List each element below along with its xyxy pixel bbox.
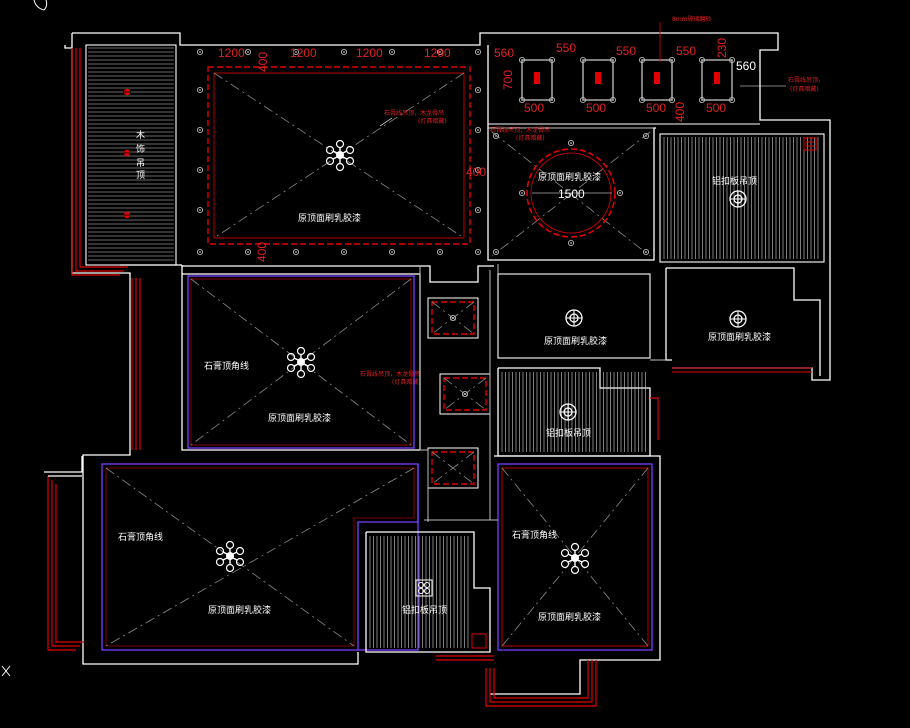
- right-room-label: 原顶面刷乳胶漆: [708, 331, 771, 343]
- corridor-label: 原顶面刷乳胶漆: [544, 335, 607, 347]
- bedroom3-corner-label: 石膏顶角线: [512, 529, 557, 541]
- bedroom-2-ceiling: 石膏顶角线 原顶面刷乳胶漆: [44, 456, 419, 651]
- note-niche: 石膏线吊顶，木龙骨吊: [360, 370, 420, 378]
- chandelier-icon: [325, 139, 355, 172]
- bedroom2-corner-label: 石膏顶角线: [118, 531, 163, 543]
- wood-strip-ceiling: 木 饰 吊 顶: [71, 44, 177, 276]
- dim-550-c: 550: [676, 44, 696, 58]
- note-gypsum-2: 石膏线吊顶，木龙骨吊: [490, 126, 550, 134]
- dim-230: 230: [715, 38, 729, 58]
- dining-room-ceiling: 原顶面刷乳胶漆 1500 石膏线吊顶，木龙骨吊 (灯具暗藏) 560 550 5…: [487, 15, 824, 261]
- dim-500-c: 500: [646, 101, 666, 115]
- wood-label-4: 顶: [136, 170, 145, 181]
- kitchen-ceiling: 铝扣板吊顶: [659, 133, 825, 263]
- bath-bottom-label: 铝扣板吊顶: [402, 604, 447, 616]
- dim-400-mid: 400: [466, 165, 486, 179]
- kitchen-label: 铝扣板吊顶: [712, 175, 757, 187]
- dining-ceiling-label: 原顶面刷乳胶漆: [538, 171, 601, 183]
- note-light-2: (灯具暗藏): [516, 134, 545, 142]
- dim-500-b: 500: [586, 101, 606, 115]
- right-middle-room: 原顶面刷乳胶漆: [665, 267, 821, 376]
- living-room-ceiling: 原顶面刷乳胶漆 1200 1200 1200 1200 400 400 400 …: [196, 46, 486, 262]
- dim-1200-a: 1200: [218, 46, 245, 60]
- wood-label-1: 木: [136, 129, 145, 141]
- bath-bottom-ceiling: 铝扣板吊顶: [365, 531, 494, 661]
- note-light: (灯具暗藏): [418, 117, 447, 125]
- corridor-room: 原顶面刷乳胶漆: [497, 273, 651, 359]
- dim-1200-c: 1200: [356, 46, 383, 60]
- note-right-2: (灯具暗藏): [790, 85, 819, 93]
- bedroom1-ceiling-label: 原顶面刷乳胶漆: [268, 412, 331, 424]
- dim-550-a: 550: [556, 41, 576, 55]
- bedroom2-ceiling-label: 原顶面刷乳胶漆: [208, 604, 271, 616]
- dim-400-v: 400: [673, 102, 687, 122]
- living-ceiling-label: 原顶面刷乳胶漆: [298, 212, 361, 224]
- ucs-cross-icon: [1, 0, 48, 677]
- wood-label-3: 吊: [136, 158, 145, 169]
- note-gypsum: 石膏线吊顶，木龙骨吊: [384, 109, 444, 117]
- bath-center-ceiling: 铝扣板吊顶: [497, 367, 659, 457]
- dim-1200-d: 1200: [424, 46, 451, 60]
- note-glass: 8mm玻璃磨砂: [672, 15, 712, 23]
- note-niche-2: (灯具暗藏): [392, 378, 421, 386]
- dim-550-b: 550: [616, 44, 636, 58]
- dim-400-left: 400: [256, 52, 270, 72]
- bedroom-3-ceiling: 石膏顶角线 原顶面刷乳胶漆: [485, 455, 661, 707]
- dim-500-d: 500: [706, 101, 726, 115]
- bedroom3-ceiling-label: 原顶面刷乳胶漆: [538, 611, 601, 623]
- dim-1500: 1500: [558, 187, 585, 201]
- dim-560-right: 560: [736, 59, 756, 73]
- bedroom1-corner-label: 石膏顶角线: [204, 360, 249, 372]
- bath-center-label: 铝扣板吊顶: [546, 427, 591, 439]
- note-right: 石膏线吊顶，: [788, 76, 824, 84]
- glass-panels: [518, 56, 736, 104]
- niche-ceilings: 石膏线吊顶，木龙骨吊 (灯具暗藏): [360, 297, 491, 489]
- outer-walls: [64, 32, 831, 665]
- dim-500-a: 500: [524, 101, 544, 115]
- dim-400-bottom: 400: [255, 242, 269, 262]
- wood-label-2: 饰: [136, 143, 145, 155]
- dim-700: 700: [501, 70, 515, 90]
- dim-1200-b: 1200: [290, 46, 317, 60]
- dim-560-top: 560: [494, 46, 514, 60]
- ceiling-lamp-icon: [729, 190, 747, 208]
- interior-walls: [419, 264, 666, 522]
- bedroom-1-ceiling: 石膏顶角线 原顶面刷乳胶漆: [131, 266, 421, 451]
